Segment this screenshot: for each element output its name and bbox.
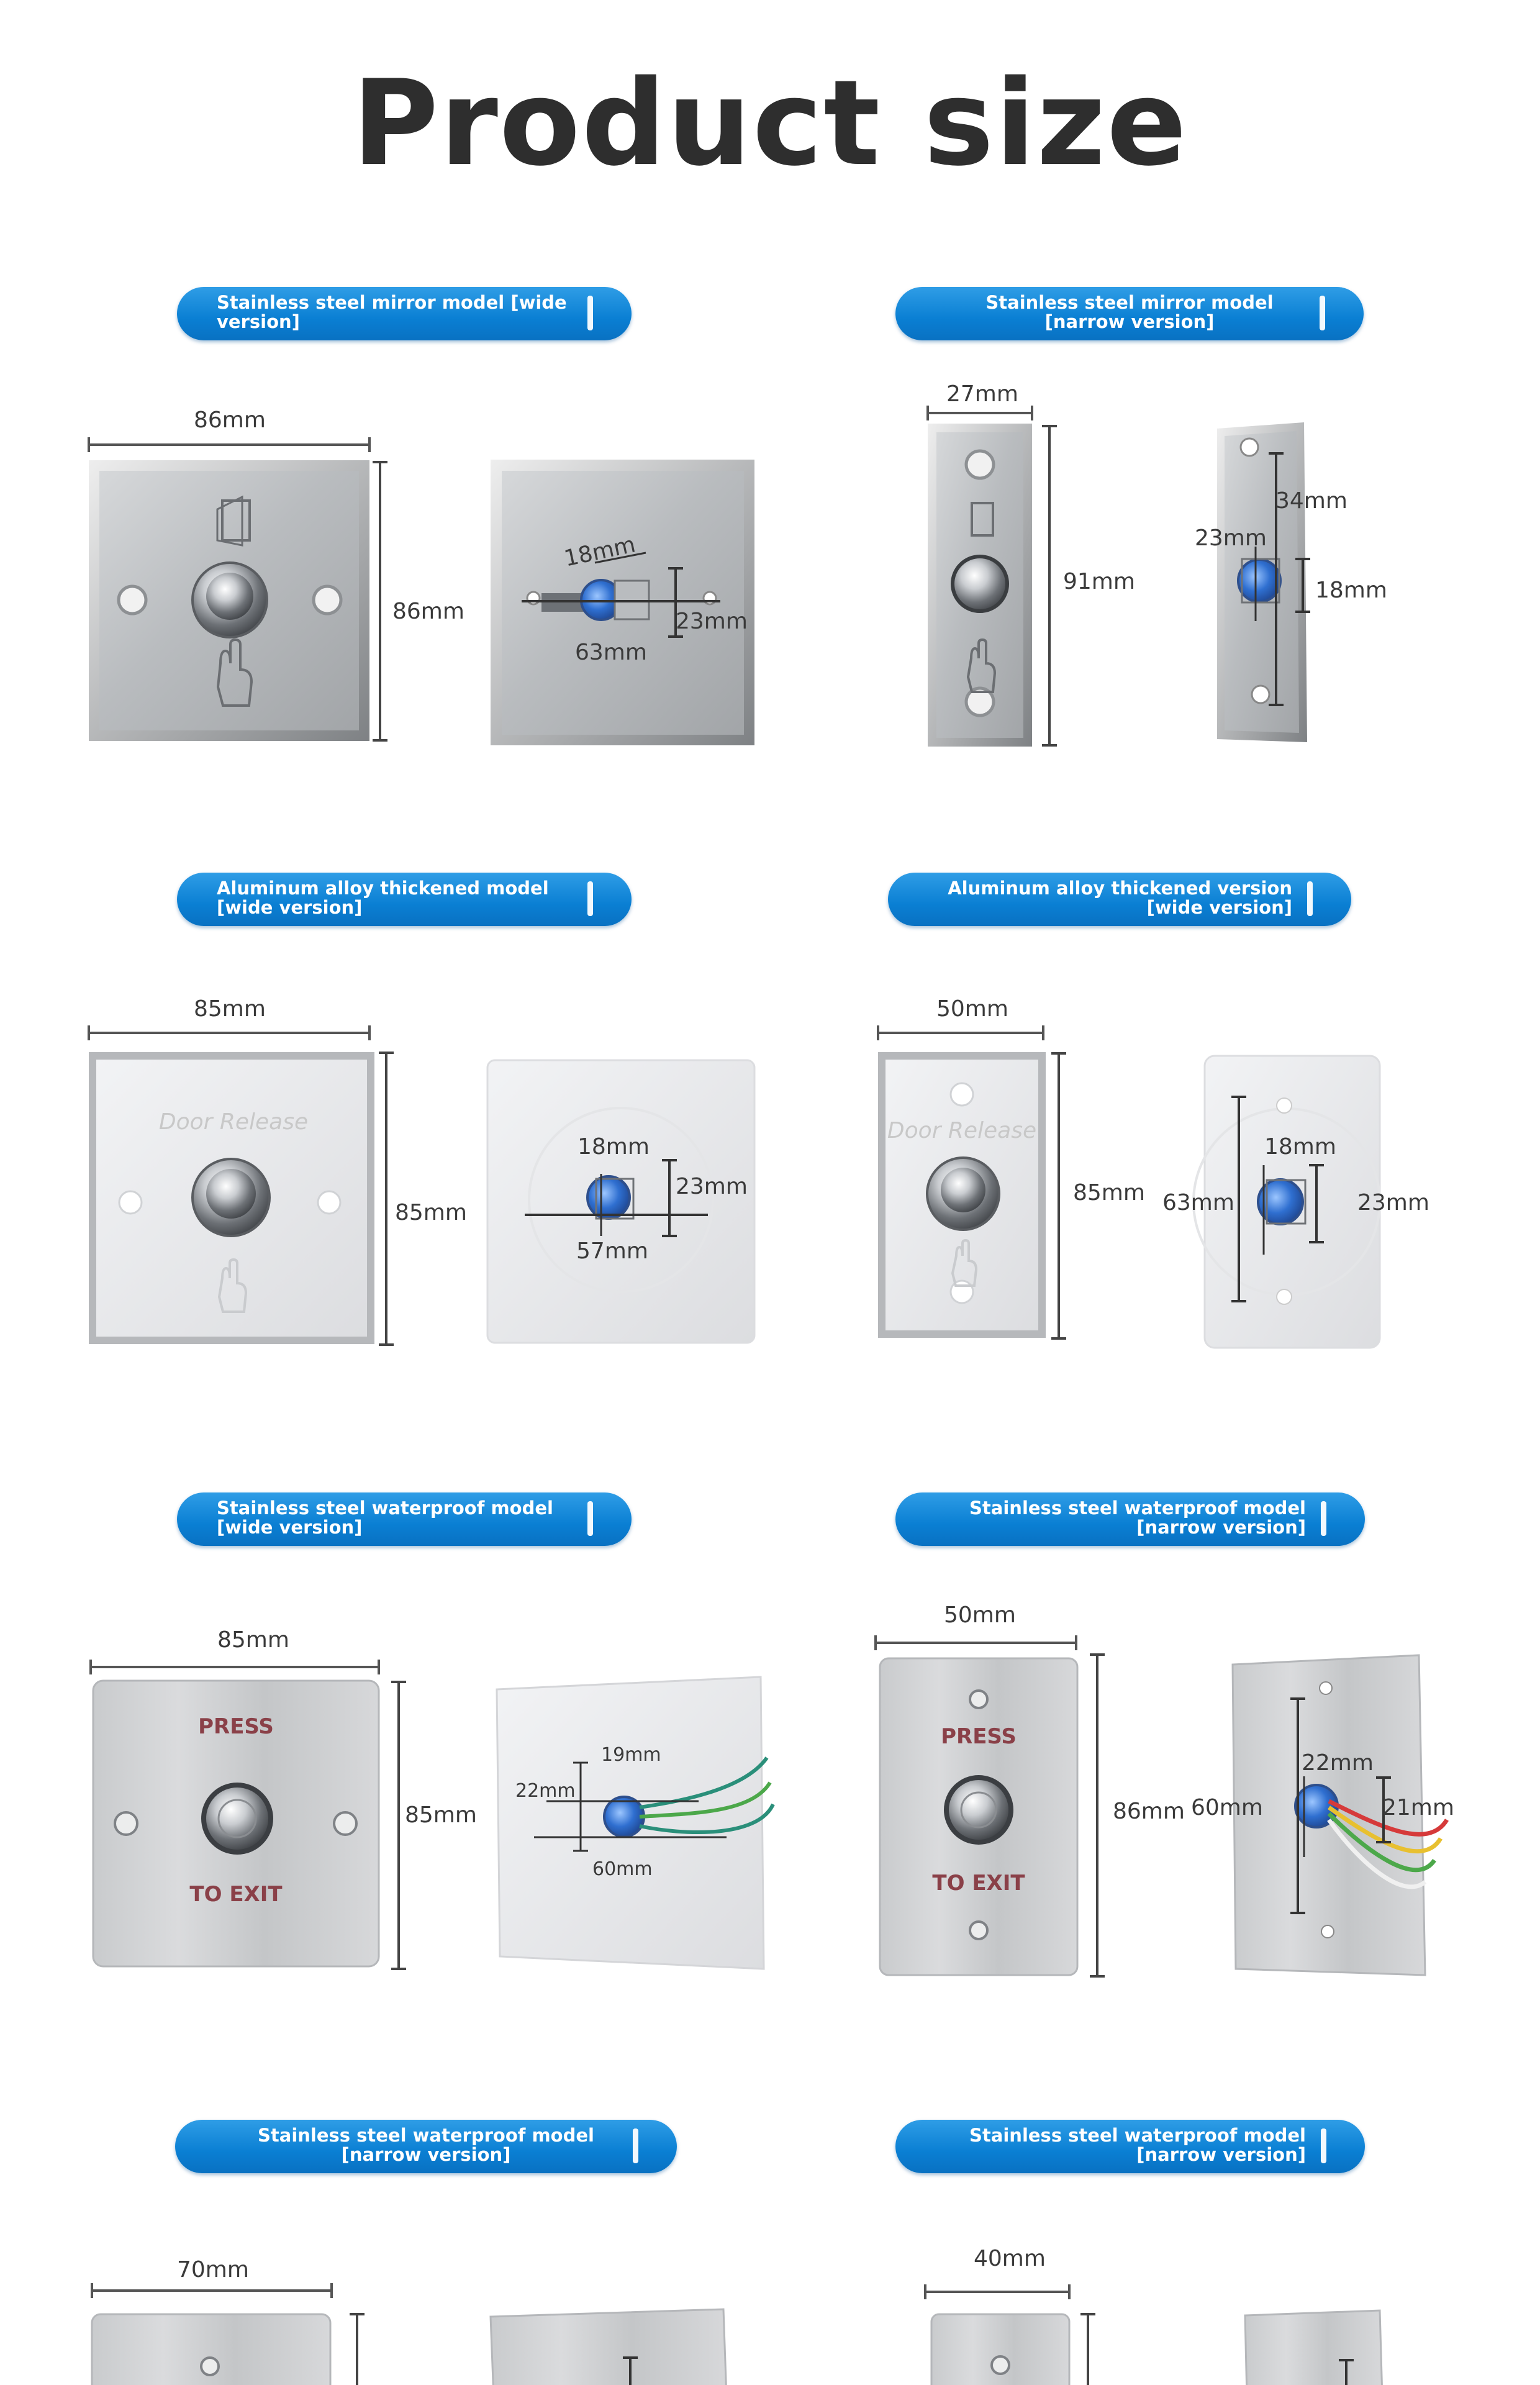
section-badge: Stainless steel waterproof model [wide v… [177,1492,632,1546]
width-label: 50mm [936,996,1008,1022]
button-diameter-label: 23mm [676,1174,748,1199]
button-depth-label: 34mm [1275,488,1348,514]
button-diameter-label: 22mm [515,1780,576,1802]
button-diameter-label: 21mm [1382,1795,1454,1820]
panel-bottom-text: TO EXIT [189,1882,283,1907]
section-badge: Stainless steel waterproof model [narrow… [895,2120,1365,2173]
button-height-label: 18mm [578,1134,650,1160]
page-title: Product size [351,55,1189,192]
height-label: 86mm [1113,1799,1185,1824]
section-badge: Stainless steel mirror model [wide versi… [177,287,632,340]
section-badge: Stainless steel mirror model [narrow ver… [895,287,1364,340]
section-badge: Aluminum alloy thickened version [wide v… [888,873,1351,926]
section-badge: Stainless steel waterproof model [narrow… [895,1492,1365,1546]
width-label: 85mm [194,996,266,1022]
button-diameter-label: 23mm [676,609,748,634]
height-label: 86mm [392,599,464,624]
height-label: 85mm [405,1802,477,1828]
width-label: 70mm [177,2257,249,2283]
height-label: 85mm [395,1200,467,1225]
panel-top-text: PRESS [941,1724,1017,1749]
width-label: 40mm [974,2246,1046,2271]
button-length-label: 63mm [575,640,647,665]
button-height-label: 18mm [1315,578,1387,603]
button-length-label: 60mm [1191,1795,1263,1820]
height-label: 85mm [1073,1180,1145,1206]
button-length-label: 57mm [576,1238,648,1264]
button-length-label: 63mm [1162,1190,1234,1215]
button-length-label: 60mm [592,1858,653,1880]
width-label: 86mm [194,407,266,433]
button-diameter-label: 23mm [1195,525,1267,551]
panel-text: Door Release [887,1118,1037,1143]
section-badge: Aluminum alloy thickened model [wide ver… [177,873,632,926]
button-height-label: 19mm [601,1744,661,1766]
width-label: 85mm [217,1627,289,1653]
section-badge: Stainless steel waterproof model [narrow… [175,2120,677,2173]
button-diameter-label: 23mm [1357,1190,1429,1215]
button-height-label: 18mm [1264,1134,1336,1160]
button-height-label: 22mm [1302,1750,1374,1776]
panel-top-text: PRESS [198,1714,274,1739]
height-label: 91mm [1063,569,1135,594]
panel-text: Door Release [158,1109,309,1135]
width-label: 50mm [944,1602,1016,1628]
panel-bottom-text: TO EXIT [932,1871,1025,1896]
width-label: 27mm [946,381,1018,407]
